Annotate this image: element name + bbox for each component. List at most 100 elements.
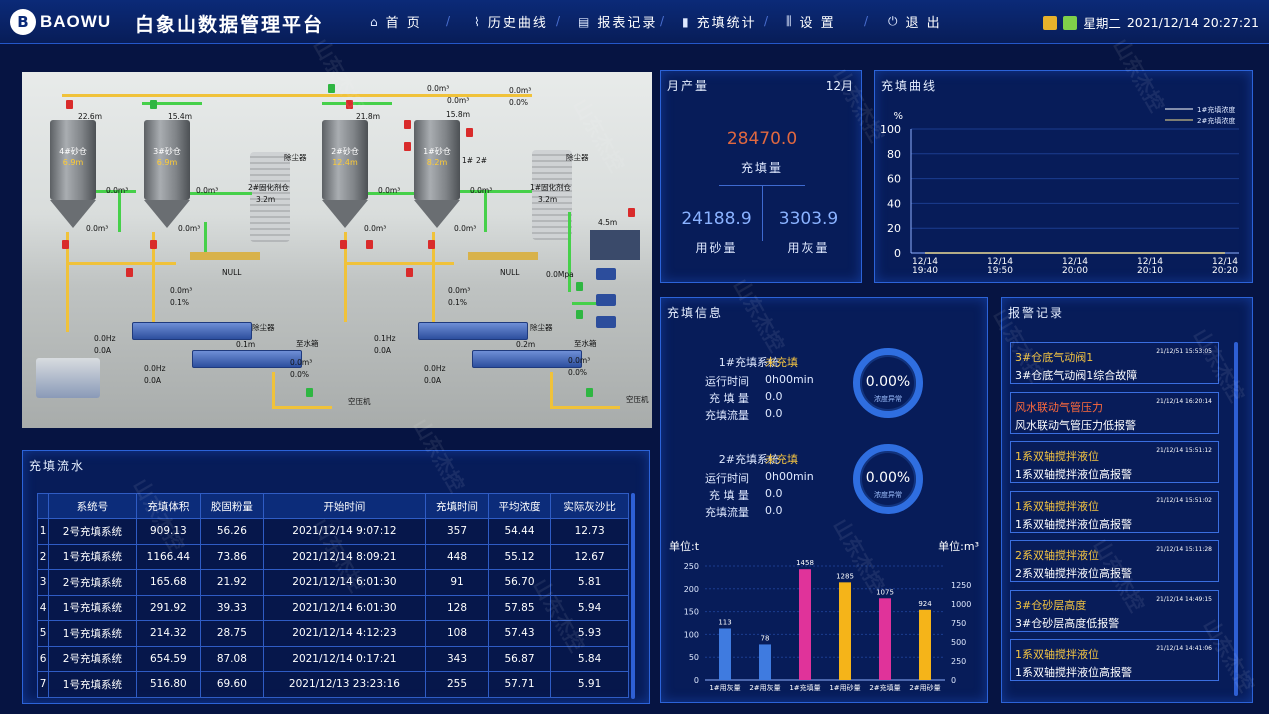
pct-readout: 0.1% (448, 298, 468, 307)
system-1-concentration-gauge (853, 348, 923, 418)
valve[interactable] (150, 240, 157, 249)
curve-legend-label: 1#充填浓度 (1197, 105, 1235, 114)
silo-1-level: 8.2m (426, 158, 448, 167)
valve-open[interactable] (576, 282, 583, 291)
nav-statistics[interactable]: ▮ 充填统计 (682, 12, 757, 32)
brand-logo: B BAOWU (10, 9, 111, 35)
valve-open[interactable] (150, 100, 157, 109)
binder-tank-1-name: 1#固化剂仓 (530, 183, 572, 192)
flow-readout: 0.0m³ (290, 358, 313, 367)
yellow-pipe (432, 232, 435, 332)
table-cell: 5.91 (550, 671, 629, 698)
pump[interactable] (596, 268, 616, 280)
valve[interactable] (466, 128, 473, 137)
silo-4-level: 6.9m (62, 158, 84, 167)
table-cell: 2021/12/14 9:07:12 (262, 518, 427, 545)
pump[interactable] (596, 294, 616, 306)
monthly-title: 月产量 (667, 79, 710, 93)
pct-readout: 0.0% (509, 98, 529, 107)
yellow-pipe (66, 262, 176, 265)
valve[interactable] (66, 100, 73, 109)
curve-ytick: 0 (894, 247, 901, 260)
bar-category-label: 1#充填量 (789, 683, 820, 692)
valve[interactable] (340, 240, 347, 249)
settings-sliders-icon: ⫼ (786, 14, 794, 28)
valve-open[interactable] (328, 84, 335, 93)
binder-tank-2[interactable] (250, 152, 290, 242)
mixer-1b[interactable] (472, 350, 582, 368)
table-cell: 1号充填系统 (48, 543, 137, 570)
alarm-scrollbar[interactable] (1234, 342, 1238, 696)
pump[interactable] (596, 316, 616, 328)
bar (879, 598, 891, 680)
mixer-2[interactable] (132, 322, 252, 340)
valve-open[interactable] (306, 388, 313, 397)
bar-ytick-left: 0 (694, 676, 699, 685)
table-cell: 1号充填系统 (48, 671, 137, 698)
table-cell: 5 (36, 620, 50, 647)
nav-separator: / (446, 14, 451, 28)
curve-ytick: 40 (887, 197, 901, 210)
table-scrollbar[interactable] (631, 493, 635, 699)
curve-legend-label: 2#充填浓度 (1197, 116, 1235, 125)
nav-history[interactable]: ⌇ 历史曲线 (474, 12, 548, 32)
ash-value: 3303.9 (778, 209, 839, 229)
nav-settings[interactable]: ⫼ 设 置 (786, 12, 836, 31)
mixer-1[interactable] (418, 322, 528, 340)
screw-conveyor (468, 252, 538, 260)
valve[interactable] (126, 268, 133, 277)
green-pipe (204, 222, 207, 252)
bar-ytick-left: 250 (684, 562, 699, 571)
pct-readout: 0.0% (290, 370, 310, 379)
yellow-pipe (344, 232, 347, 322)
control-cabinet[interactable] (36, 358, 100, 398)
valve[interactable] (406, 268, 413, 277)
nav-home[interactable]: ⌂ 首 页 (370, 12, 422, 32)
binder-tank-1[interactable] (532, 150, 572, 240)
valve[interactable] (628, 208, 635, 217)
valve[interactable] (404, 120, 411, 129)
flow-readout: 0.0m³ (427, 84, 450, 93)
bar-data-label: 924 (918, 600, 932, 608)
valve-open[interactable] (576, 310, 583, 319)
table-cell: 55.12 (487, 543, 552, 570)
weekday: 星期二 (1083, 16, 1121, 31)
table-cell: 57.43 (487, 620, 552, 647)
table-cell: 56.26 (200, 518, 264, 545)
silo-4[interactable] (50, 120, 96, 200)
silo-1[interactable] (414, 120, 460, 200)
silo-2-top: 21.8m (356, 112, 381, 121)
table-cell: 69.60 (200, 671, 264, 698)
alarm-title: 报警记录 (1008, 306, 1065, 320)
valve[interactable] (366, 240, 373, 249)
valve-open[interactable] (586, 388, 593, 397)
water-tank[interactable] (590, 230, 640, 260)
table-cell: 1号充填系统 (48, 594, 137, 621)
silo-3[interactable] (144, 120, 190, 200)
mixer-2b[interactable] (192, 350, 302, 368)
valve[interactable] (62, 240, 69, 249)
nav-report[interactable]: ▤ 报表记录 (578, 12, 657, 32)
silo-2[interactable] (322, 120, 368, 200)
valve[interactable] (346, 100, 353, 109)
nav-logout[interactable]: ⏻ 退 出 (888, 12, 942, 31)
alarm-desc: 2系双轴搅拌液位高报警 (1015, 567, 1132, 580)
valve-label: 2# (476, 156, 488, 165)
valve[interactable] (404, 142, 411, 151)
valve[interactable] (428, 240, 435, 249)
